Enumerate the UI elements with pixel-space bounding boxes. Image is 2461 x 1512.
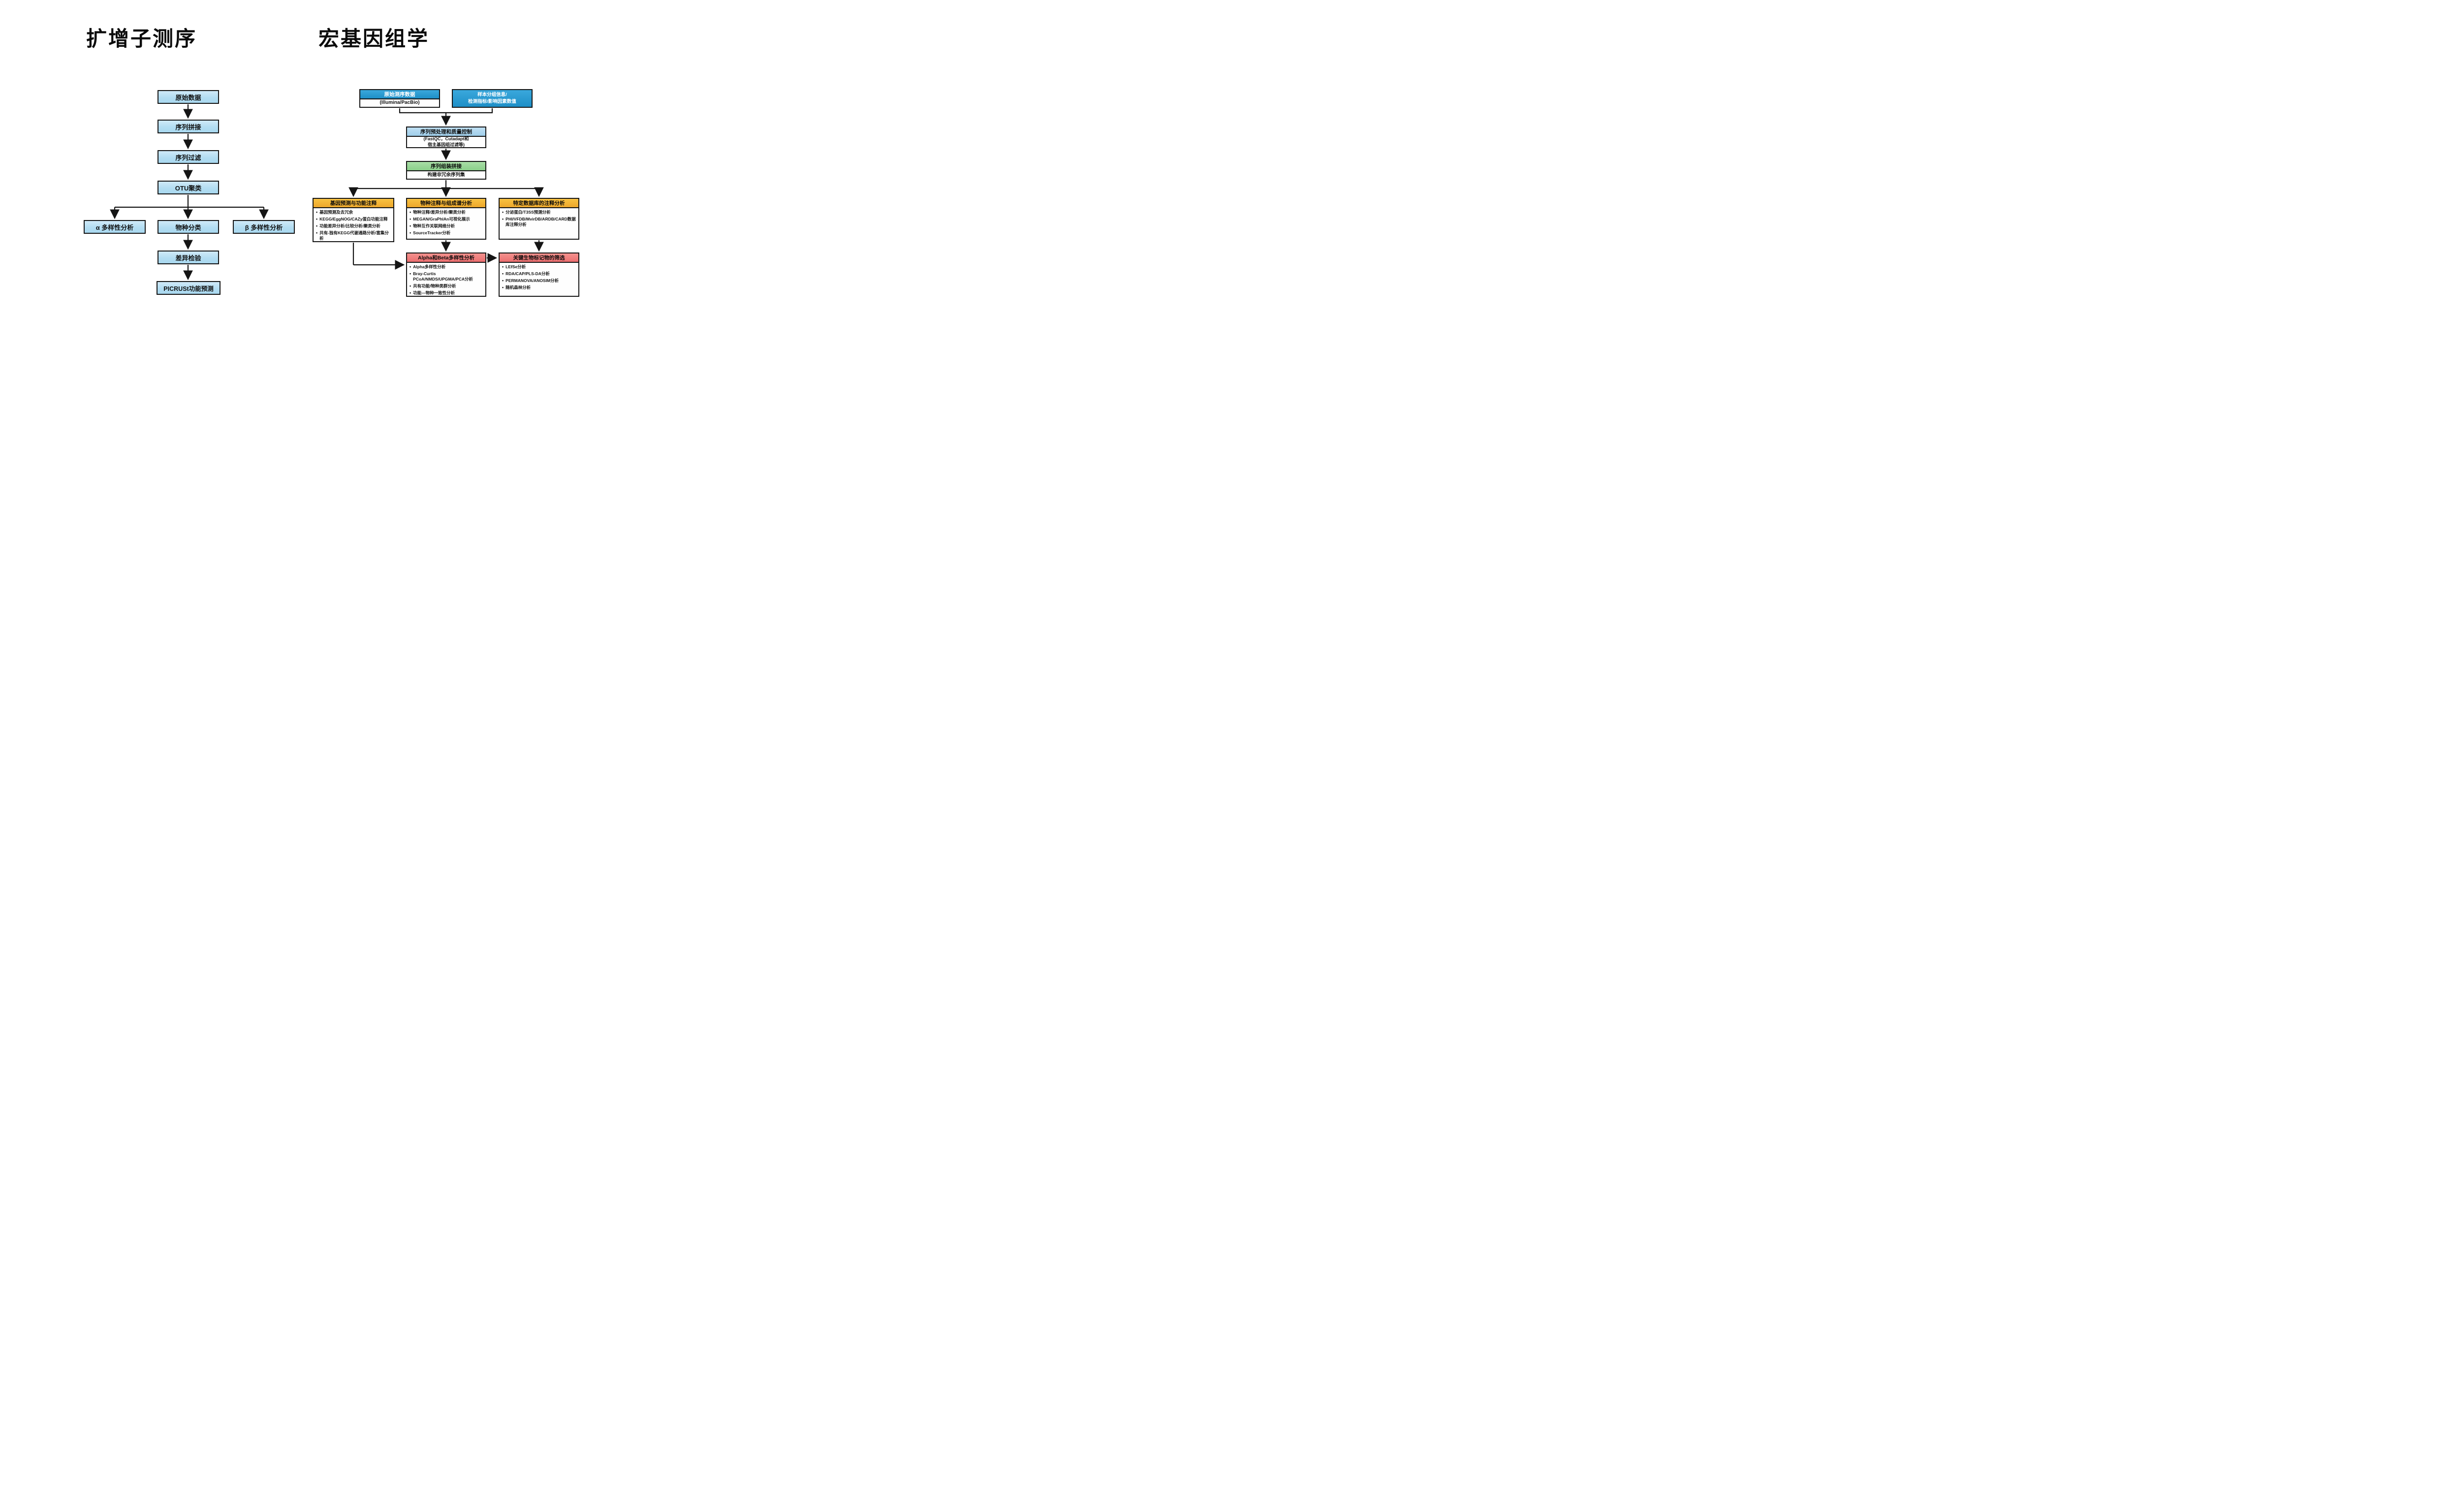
raw-seq-platforms: (Illumina/PacBio) bbox=[379, 100, 420, 106]
node-gene-prediction-annotation: 基因预测与功能注释 基因预测及去冗余 KEGG/EggNOG/CAZy蛋白功能注… bbox=[313, 198, 394, 242]
taxa-annotation-list: 物种注释/差异分析/聚类分析 MEGAN/GraPhlAn可视化展示 物种互作关… bbox=[407, 210, 485, 236]
diversity-header: Alpha和Beta多样性分析 bbox=[407, 253, 485, 263]
list-item: 共有功能/物种类群分析 bbox=[410, 284, 484, 289]
list-item: RDA/CAP/PLS-DA分析 bbox=[502, 271, 577, 277]
flowchart-canvas: 扩增子测序 宏基因组学 原始数据 序列拼接 序列过滤 OTU聚类 α 多样性分析… bbox=[0, 0, 673, 378]
node-alpha-beta-diversity: Alpha和Beta多样性分析 Alpha多样性分析 Bray-Curtis P… bbox=[406, 252, 486, 297]
list-item: MEGAN/GraPhlAn可视化展示 bbox=[410, 217, 484, 222]
amplicon-title: 扩增子测序 bbox=[86, 27, 197, 50]
list-item: Bray-Curtis PCoA/NMDS/UPGMA/PCA分析 bbox=[410, 271, 484, 282]
list-item: 物种互作关联网络分析 bbox=[410, 223, 484, 229]
list-item: 功能差异分析/比较分析/聚类分析 bbox=[316, 223, 392, 229]
list-item: Alpha多样性分析 bbox=[410, 264, 484, 270]
node-difference-test: 差异检验 bbox=[158, 251, 219, 264]
node-taxonomy: 物种分类 bbox=[158, 220, 219, 234]
node-sequence-merge: 序列拼接 bbox=[158, 120, 219, 133]
list-item: KEGG/EggNOG/CAZy蛋白功能注释 bbox=[316, 217, 392, 222]
special-db-list: 分泌蛋白/T3SS预测分析 PHI/VFDB/MvirDB/ARDB/CARD数… bbox=[500, 210, 578, 227]
list-item: 共有-独有KEGG代谢通路分析/富集分析 bbox=[316, 230, 392, 241]
preprocess-line2: 宿主基因组过滤等) bbox=[428, 142, 465, 147]
list-item: PHI/VFDB/MvirDB/ARDB/CARD数据库注释分析 bbox=[502, 217, 577, 227]
list-item: 随机森林分析 bbox=[502, 285, 577, 290]
preprocess-line1: (FastQC，Cutadapt和 bbox=[423, 136, 469, 142]
node-sequence-assembly: 序列组装拼接 构建非冗余序列集 bbox=[406, 161, 486, 180]
sample-info-line1: 样本分组信息/ bbox=[477, 92, 507, 98]
node-alpha-diversity: α 多样性分析 bbox=[84, 220, 146, 234]
flow-connectors bbox=[110, 104, 544, 281]
taxa-annotation-header: 物种注释与组成谱分析 bbox=[407, 199, 485, 208]
node-biomarker-screening: 关键生物标记物的筛选 LEfSe分析 RDA/CAP/PLS-DA分析 PERM… bbox=[499, 252, 579, 297]
node-raw-sequencing-data: 原始测序数据 (Illumina/PacBio) bbox=[359, 89, 440, 108]
node-sequence-filter: 序列过滤 bbox=[158, 150, 219, 164]
node-otu-clustering: OTU聚类 bbox=[158, 181, 219, 194]
list-item: SourceTracker分析 bbox=[410, 230, 484, 236]
list-item: PERMANOVA/ANOSIM分析 bbox=[502, 278, 577, 284]
gene-prediction-list: 基因预测及去冗余 KEGG/EggNOG/CAZy蛋白功能注释 功能差异分析/比… bbox=[314, 210, 393, 241]
biomarker-list: LEfSe分析 RDA/CAP/PLS-DA分析 PERMANOVA/ANOSI… bbox=[500, 264, 578, 290]
diversity-list: Alpha多样性分析 Bray-Curtis PCoA/NMDS/UPGMA/P… bbox=[407, 264, 485, 296]
raw-seq-header: 原始测序数据 bbox=[360, 90, 439, 99]
assembly-header: 序列组装拼接 bbox=[407, 162, 485, 171]
list-item: 功能—物种一致性分析 bbox=[410, 290, 484, 296]
node-preprocess-qc: 序列预处理和质量控制 (FastQC，Cutadapt和 宿主基因组过滤等) bbox=[406, 126, 486, 148]
list-item: 分泌蛋白/T3SS预测分析 bbox=[502, 210, 577, 215]
preprocess-header: 序列预处理和质量控制 bbox=[407, 127, 485, 137]
sample-info-line2: 检测指标/影响因素数值 bbox=[468, 99, 516, 104]
node-sample-info: 样本分组信息/ 检测指标/影响因素数值 bbox=[452, 89, 533, 108]
node-raw-data: 原始数据 bbox=[158, 90, 219, 104]
biomarker-header: 关键生物标记物的筛选 bbox=[500, 253, 578, 263]
list-item: 物种注释/差异分析/聚类分析 bbox=[410, 210, 484, 215]
node-picrust-prediction: PICRUSt功能预测 bbox=[157, 281, 221, 295]
special-db-header: 特定数据库的注释分析 bbox=[500, 199, 578, 208]
assembly-subtitle: 构建非冗余序列集 bbox=[427, 172, 465, 178]
node-beta-diversity: β 多样性分析 bbox=[233, 220, 295, 234]
list-item: LEfSe分析 bbox=[502, 264, 577, 270]
metagenomics-title: 宏基因组学 bbox=[318, 27, 430, 50]
node-special-db-annotation: 特定数据库的注释分析 分泌蛋白/T3SS预测分析 PHI/VFDB/MvirDB… bbox=[499, 198, 579, 240]
node-taxa-annotation: 物种注释与组成谱分析 物种注释/差异分析/聚类分析 MEGAN/GraPhlAn… bbox=[406, 198, 486, 240]
gene-prediction-header: 基因预测与功能注释 bbox=[314, 199, 393, 208]
list-item: 基因预测及去冗余 bbox=[316, 210, 392, 215]
